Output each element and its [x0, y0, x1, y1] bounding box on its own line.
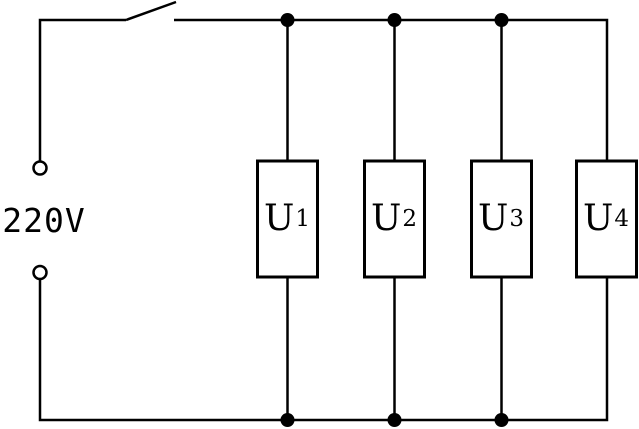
- source-terminal-top: [32, 160, 48, 176]
- load-label-u4-text: U: [583, 198, 614, 239]
- wire-source-top: [38, 18, 126, 161]
- load-label-u3-text: U: [478, 198, 509, 239]
- junction-dot-bottom-1: [280, 413, 295, 427]
- load-box-u1: [256, 159, 319, 279]
- junction-dot-top-2: [387, 13, 402, 27]
- junction-dot-top-1: [280, 13, 295, 27]
- load-box-u3: [470, 159, 533, 279]
- load-box-u2: [363, 159, 426, 279]
- wire-top-rail: [174, 18, 609, 161]
- junction-dot-bottom-3: [494, 413, 509, 427]
- load-box-u4: [575, 159, 638, 279]
- wire-bottom-rail: [38, 278, 609, 422]
- load-label-u1-text: U: [264, 198, 295, 239]
- source-terminal-bottom: [32, 264, 48, 281]
- source-voltage-label: 220V: [2, 200, 86, 240]
- switch-blade: [125, 0, 177, 22]
- junction-dot-top-3: [494, 13, 509, 27]
- load-label-u2-text: U: [371, 198, 402, 239]
- junction-dot-bottom-2: [387, 413, 402, 427]
